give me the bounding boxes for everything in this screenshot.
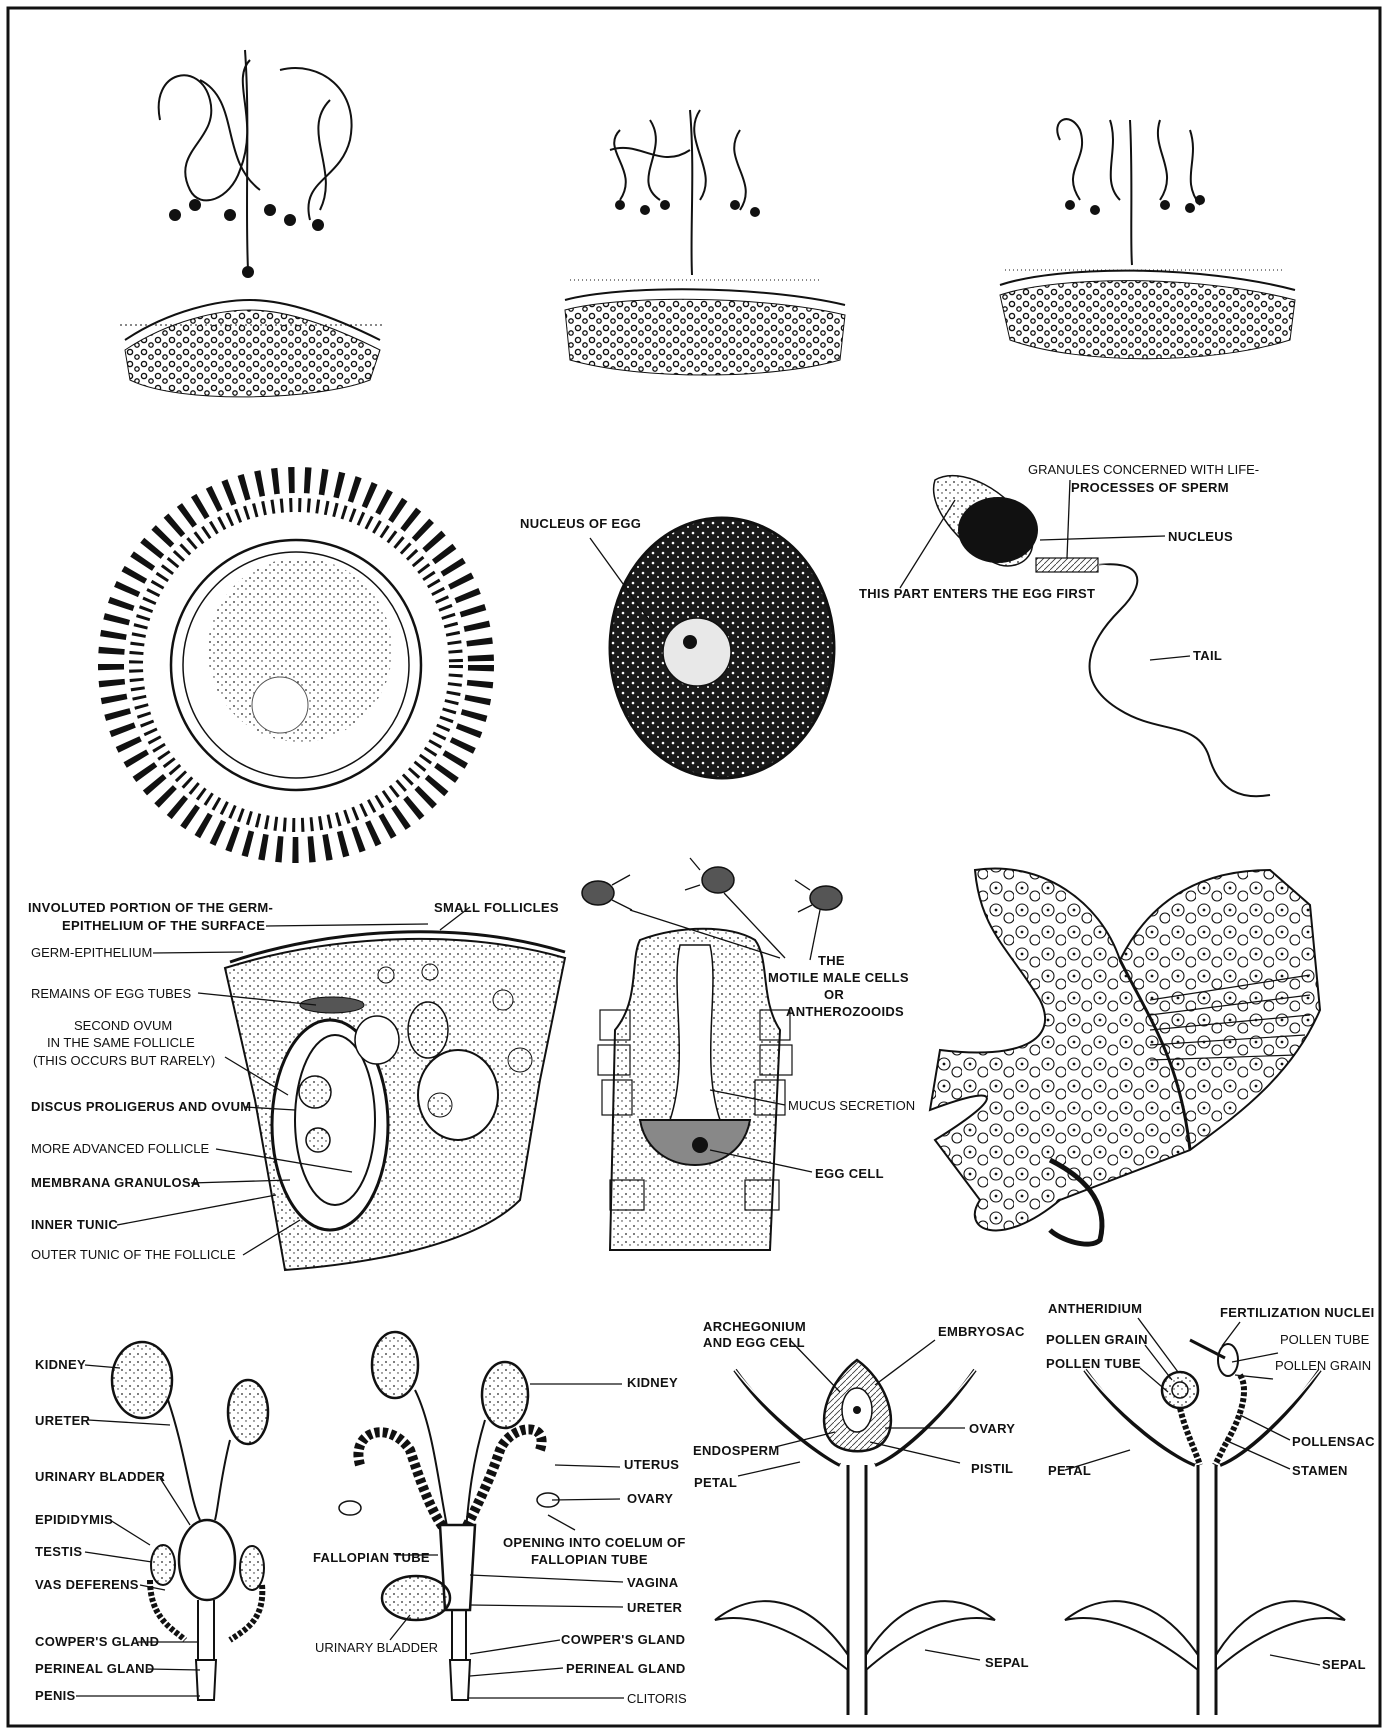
ovary-section — [117, 907, 565, 1270]
label-male-kidney: KIDNEY — [35, 1357, 86, 1372]
label-tail: TAIL — [1193, 648, 1222, 663]
label-stamen-petal: PETAL — [1048, 1463, 1091, 1478]
label-granules-2: PROCESSES OF SPERM — [1071, 480, 1229, 495]
label-fallopian-tube: FALLOPIAN TUBE — [313, 1550, 430, 1565]
label-male-cowpers: COWPER'S GLAND — [35, 1634, 159, 1649]
label-male-perineal: PERINEAL GLAND — [35, 1661, 155, 1676]
label-outer-tunic: OUTER TUNIC OF THE FOLLICLE — [31, 1247, 236, 1262]
label-archegonium-2: AND EGG CELL — [703, 1335, 805, 1350]
label-pollen-tube-right: POLLEN TUBE — [1280, 1332, 1370, 1347]
archegonium — [582, 858, 842, 1250]
label-motile-3: OR — [824, 987, 844, 1002]
label-pistil-sepal: SEPAL — [985, 1655, 1029, 1670]
label-female-ovary: OVARY — [627, 1491, 673, 1506]
label-involuted-1: INVOLUTED PORTION OF THE GERM- — [28, 900, 273, 915]
label-small-follicles: SMALL FOLLICLES — [434, 900, 559, 915]
label-sperm-nucleus: NUCLEUS — [1168, 529, 1233, 544]
label-inner-tunic: INNER TUNIC — [31, 1217, 118, 1232]
label-remains-egg-tubes: REMAINS OF EGG TUBES — [31, 986, 191, 1001]
label-nucleus-of-egg: NUCLEUS OF EGG — [520, 516, 641, 531]
label-testis: TESTIS — [35, 1544, 82, 1559]
flower-pistil-diagram — [715, 1340, 995, 1715]
label-opening-1: OPENING INTO COELUM OF — [503, 1535, 686, 1550]
label-uterus: UTERUS — [624, 1457, 679, 1472]
fertilization-stage-1 — [120, 50, 385, 397]
label-epididymis: EPIDIDYMIS — [35, 1512, 113, 1527]
label-opening-2: FALLOPIAN TUBE — [531, 1552, 648, 1567]
label-germ-epithelium: GERM-EPITHELIUM — [31, 945, 152, 960]
tissue-section — [930, 868, 1320, 1244]
egg-cell — [590, 518, 834, 778]
label-pistil-petal: PETAL — [694, 1475, 737, 1490]
label-pollen-tube-left: POLLEN TUBE — [1046, 1356, 1141, 1371]
label-female-kidney: KIDNEY — [627, 1375, 678, 1390]
label-penis: PENIS — [35, 1688, 76, 1703]
label-second-ovum-2: IN THE SAME FOLLICLE — [47, 1035, 195, 1050]
label-pollen-grain-right: POLLEN GRAIN — [1275, 1358, 1371, 1373]
label-fertilization-nuclei: FERTILIZATION NUCLEI — [1220, 1305, 1375, 1320]
label-stamen-sepal: SEPAL — [1322, 1657, 1366, 1672]
label-motile-2: MOTILE MALE CELLS — [768, 970, 909, 985]
label-male-ureter: URETER — [35, 1413, 91, 1428]
label-granules-1: GRANULES CONCERNED WITH LIFE- — [1028, 462, 1259, 477]
label-female-cowpers: COWPER'S GLAND — [561, 1632, 685, 1647]
label-stamen: STAMEN — [1292, 1463, 1348, 1478]
label-archegonium-1: ARCHEGONIUM — [703, 1319, 806, 1334]
sperm-cell — [900, 476, 1270, 797]
label-vas-deferens: VAS DEFERENS — [35, 1577, 139, 1592]
label-endosperm: ENDOSPERM — [693, 1443, 780, 1458]
plate-border — [8, 8, 1380, 1726]
label-pollen-grain-left: POLLEN GRAIN — [1046, 1332, 1148, 1347]
label-enters-egg: THIS PART ENTERS THE EGG FIRST — [859, 586, 1095, 601]
label-egg-cell: EGG CELL — [815, 1166, 884, 1181]
label-male-bladder: URINARY BLADDER — [35, 1469, 165, 1484]
label-vagina: VAGINA — [627, 1575, 679, 1590]
label-female-bladder: URINARY BLADDER — [315, 1640, 438, 1655]
label-pollensac: POLLENSAC — [1292, 1434, 1375, 1449]
label-motile-1: THE — [818, 953, 845, 968]
label-clitoris: CLITORIS — [627, 1691, 687, 1706]
label-second-ovum-3: (THIS OCCURS BUT RARELY) — [33, 1053, 215, 1068]
ovum-corona-radiata — [111, 480, 481, 850]
label-female-ureter: URETER — [627, 1600, 683, 1615]
label-antheridium: ANTHERIDIUM — [1048, 1301, 1142, 1316]
label-mucus: MUCUS SECRETION — [788, 1098, 915, 1113]
fertilization-stage-2 — [565, 110, 845, 375]
label-second-ovum-1: SECOND OVUM — [74, 1018, 172, 1033]
label-involuted-2: EPITHELIUM OF THE SURFACE — [62, 918, 265, 933]
label-discus: DISCUS PROLIGERUS AND OVUM — [31, 1099, 251, 1114]
fertilization-stage-3 — [1000, 119, 1295, 359]
label-membrana: MEMBRANA GRANULOSA — [31, 1175, 201, 1190]
label-motile-4: ANTHEROZOOIDS — [786, 1004, 904, 1019]
label-more-advanced: MORE ADVANCED FOLLICLE — [31, 1141, 210, 1156]
label-embryosac: EMBRYOSAC — [938, 1324, 1025, 1339]
label-female-perineal: PERINEAL GLAND — [566, 1661, 686, 1676]
label-pistil: PISTIL — [971, 1461, 1013, 1476]
label-pistil-ovary: OVARY — [969, 1421, 1015, 1436]
flower-stamen-diagram — [1065, 1318, 1345, 1715]
